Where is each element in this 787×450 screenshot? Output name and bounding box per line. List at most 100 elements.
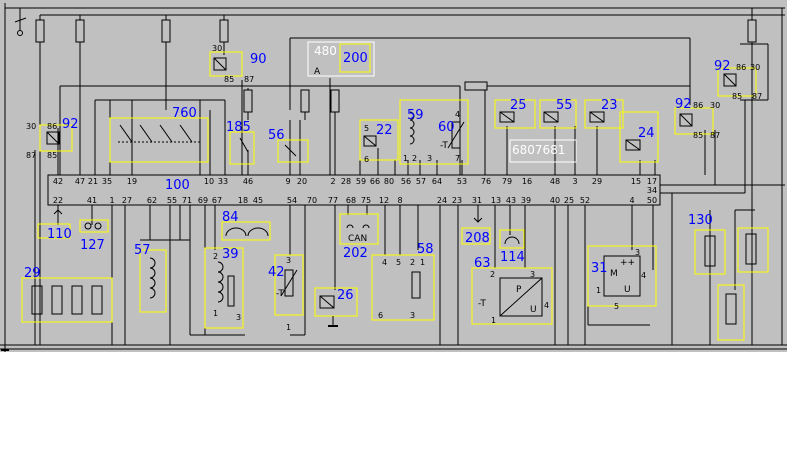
svg-text:85: 85 — [224, 75, 234, 84]
svg-text:47: 47 — [75, 177, 85, 186]
svg-text:3: 3 — [530, 270, 535, 279]
comp-63: 63 — [474, 256, 491, 271]
svg-text:46: 46 — [243, 177, 253, 186]
svg-text:41: 41 — [87, 196, 97, 205]
svg-text:17: 17 — [647, 177, 657, 186]
svg-text:31: 31 — [472, 196, 482, 205]
svg-text:23: 23 — [452, 196, 462, 205]
fuse-5 — [747, 19, 757, 43]
comp-110: 110 — [47, 227, 72, 242]
svg-text:87: 87 — [244, 75, 254, 84]
ecu-bottom-pins: 22 41 1 27 62 55 71 69 67 18 45 54 70 77… — [53, 196, 657, 205]
svg-text:22: 22 — [53, 196, 63, 205]
svg-text:85: 85 — [693, 131, 703, 140]
svg-text:52: 52 — [580, 196, 590, 205]
svg-text:4: 4 — [629, 196, 634, 205]
switch-760-contacts — [118, 124, 297, 157]
ecu-top-pins: 42 47 21 35 19 10 33 46 9 20 2 28 59 66 … — [53, 177, 657, 195]
label-T-42: -T — [276, 289, 284, 299]
comp-23: 23 — [601, 98, 618, 113]
comp-22: 22 — [376, 123, 393, 138]
label-T-63: -T — [478, 299, 486, 309]
svg-text:68: 68 — [346, 196, 356, 205]
svg-text:15: 15 — [631, 177, 641, 186]
svg-text:3: 3 — [635, 248, 640, 257]
sensors — [227, 121, 641, 317]
svg-text:5: 5 — [396, 258, 401, 267]
comp-100: 100 — [165, 178, 190, 193]
svg-text:48: 48 — [550, 177, 560, 186]
fuses — [35, 19, 757, 113]
svg-text:67: 67 — [212, 196, 222, 205]
svg-text:87: 87 — [26, 151, 36, 160]
component-numbers: 90 200 92 760 185 56 22 59 60 25 55 23 2… — [24, 51, 731, 303]
svg-text:9: 9 — [285, 177, 290, 186]
svg-text:87: 87 — [752, 92, 762, 101]
svg-text:64: 64 — [432, 177, 442, 186]
svg-text:3: 3 — [572, 177, 577, 186]
svg-text:5: 5 — [614, 302, 619, 311]
comp-24: 24 — [638, 126, 655, 141]
svg-text:80: 80 — [384, 177, 394, 186]
wires — [0, 3, 787, 352]
svg-text:43: 43 — [506, 196, 516, 205]
svg-text:18: 18 — [238, 196, 248, 205]
svg-text:39: 39 — [521, 196, 531, 205]
label-U-63: U — [530, 305, 537, 315]
svg-text:57: 57 — [416, 177, 426, 186]
svg-text:1: 1 — [109, 196, 114, 205]
svg-text:28: 28 — [341, 177, 351, 186]
comp-200: 200 — [343, 51, 368, 66]
comp-202: 202 — [343, 246, 368, 261]
comp-26: 26 — [337, 288, 354, 303]
svg-text:50: 50 — [647, 196, 657, 205]
svg-text:16: 16 — [522, 177, 532, 186]
svg-text:3: 3 — [236, 313, 241, 322]
svg-text:21: 21 — [88, 177, 98, 186]
relay-pins: 30 85 87 30 86 87 85 86 30 85 87 86 30 8… — [26, 44, 762, 332]
svg-text:66: 66 — [370, 177, 380, 186]
comp-60: 60 — [438, 120, 455, 135]
symbol-labels: A CAN -T -T -T M ++ U P U — [276, 67, 635, 315]
svg-text:4: 4 — [641, 271, 646, 280]
svg-text:70: 70 — [307, 196, 317, 205]
svg-text:2: 2 — [213, 252, 218, 261]
svg-text:2: 2 — [412, 154, 417, 163]
fuse-9 — [464, 81, 488, 91]
comp-29: 29 — [24, 266, 41, 281]
comp-31: 31 — [591, 261, 608, 276]
ecu-box — [47, 174, 661, 206]
svg-text:30: 30 — [710, 101, 720, 110]
svg-text:62: 62 — [147, 196, 157, 205]
comp-92-mid: 92 — [675, 97, 692, 112]
comp-208: 208 — [465, 231, 490, 246]
injectors — [31, 233, 757, 325]
svg-text:69: 69 — [198, 196, 208, 205]
svg-text:30: 30 — [750, 63, 760, 72]
svg-text:87: 87 — [710, 131, 720, 140]
svg-text:4: 4 — [382, 258, 387, 267]
comp-59: 59 — [407, 108, 424, 123]
svg-text:1: 1 — [286, 323, 291, 332]
svg-text:35: 35 — [102, 177, 112, 186]
svg-text:71: 71 — [182, 196, 192, 205]
svg-text:79: 79 — [502, 177, 512, 186]
svg-text:29: 29 — [592, 177, 602, 186]
svg-text:2: 2 — [490, 270, 495, 279]
svg-text:3: 3 — [410, 311, 415, 320]
svg-text:25: 25 — [564, 196, 574, 205]
svg-text:6: 6 — [364, 155, 369, 164]
svg-text:76: 76 — [481, 177, 491, 186]
lamp-symbols — [84, 222, 520, 245]
comp-39: 39 — [222, 247, 239, 262]
svg-text:2: 2 — [330, 177, 335, 186]
fuse-3 — [161, 19, 171, 43]
svg-text:3: 3 — [286, 256, 291, 265]
comp-84: 84 — [222, 210, 239, 225]
arrow-208 — [473, 210, 483, 223]
inductor-coils — [149, 111, 415, 303]
fuse-2 — [75, 19, 85, 43]
svg-text:53: 53 — [457, 177, 467, 186]
